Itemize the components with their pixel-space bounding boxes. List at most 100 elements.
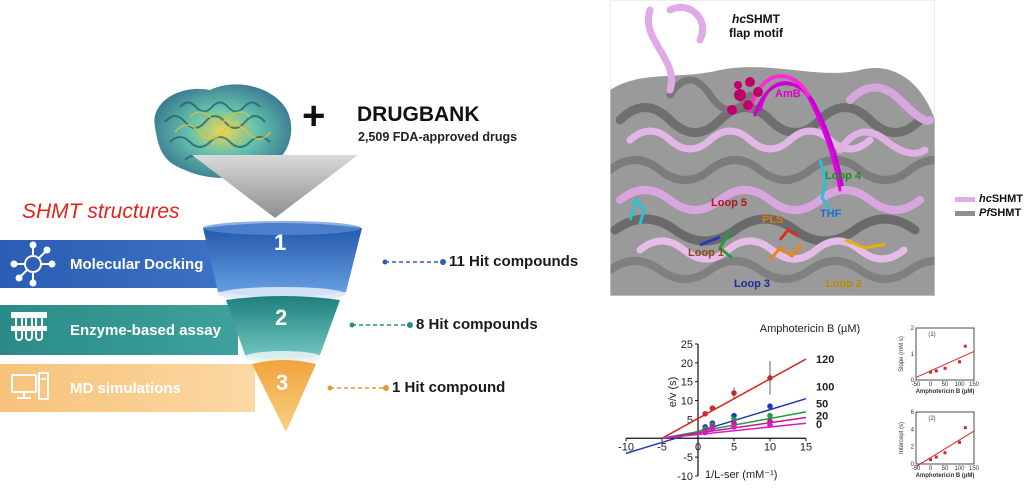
- x-tick-label: 100: [954, 466, 965, 472]
- stage-3-hits: 1 Hit compound: [392, 379, 506, 396]
- y-axis-label: Intercept (s): [899, 422, 905, 454]
- legend-hc-rest: SHMT: [991, 193, 1024, 205]
- label-loop4: Loop 4: [825, 170, 862, 182]
- stage-1-label: Molecular Docking: [70, 256, 204, 273]
- funnel-stage-2: [226, 296, 340, 360]
- y-tick-label: 10: [681, 396, 693, 408]
- plot-frame: [915, 327, 975, 381]
- y-tick-label: 2: [911, 445, 915, 451]
- x-axis-label: Amphotericin B (µM): [916, 389, 975, 395]
- data-point: [929, 458, 932, 462]
- panel-title: (2): [928, 416, 935, 422]
- x-tick-label: -10: [618, 441, 634, 453]
- flap-title-italic: hc: [731, 12, 746, 26]
- chart-legend-title: Amphotericin B (µM): [760, 323, 860, 335]
- fit-line: [915, 430, 975, 468]
- label-loop5: Loop 5: [711, 197, 748, 209]
- y-tick-label: 0: [911, 378, 915, 384]
- x-tick-label: 15: [800, 441, 812, 453]
- x-tick-label: -5: [657, 441, 667, 453]
- y-tick-label: 15: [681, 377, 693, 389]
- funnel-stage-3: [252, 360, 316, 432]
- label-thf: THF: [820, 208, 842, 220]
- data-point: [709, 405, 716, 411]
- data-point: [767, 403, 773, 410]
- legend-item-pf: PfSHMT: [955, 207, 1023, 219]
- funnel-graphic: [0, 155, 446, 432]
- legend-hc-italic: hc: [979, 193, 992, 205]
- y-tick-label: 1: [911, 352, 915, 358]
- data-point: [958, 440, 961, 444]
- x-tick-label: 150: [969, 382, 980, 388]
- data-point: [934, 455, 938, 459]
- protein-superposition-image: [610, 0, 935, 296]
- y-tick-label: 5: [687, 414, 693, 426]
- label-loop2: Loop 2: [826, 278, 863, 290]
- drugbank-title: DRUGBANK: [357, 103, 480, 126]
- y-tick-label: 25: [681, 339, 693, 351]
- shmt-structures-label: SHMT structures: [22, 200, 180, 223]
- x-tick-label: -50: [912, 382, 921, 388]
- y-tick-label: 20: [681, 358, 693, 370]
- test-tubes-icon: [11, 312, 47, 341]
- data-point: [767, 412, 773, 419]
- y-tick-label: -10: [677, 471, 693, 483]
- x-tick-label: 0: [695, 441, 701, 453]
- x-axis-label: Amphotericin B (µM): [916, 473, 975, 479]
- y-tick-label: 6: [911, 410, 915, 416]
- data-point: [702, 410, 708, 417]
- y-axis-label: e/v (s): [667, 377, 679, 408]
- plot-frame: [915, 411, 975, 465]
- structure-legend: hcSHMT PfSHMT: [955, 193, 1023, 219]
- stage-1-number: 1: [274, 230, 287, 255]
- series-label: 50: [816, 398, 828, 410]
- data-point: [958, 360, 961, 364]
- x-tick-label: 50: [942, 466, 949, 472]
- data-point: [767, 422, 773, 428]
- plus-sign: +: [302, 94, 326, 138]
- band-molecular-docking: [0, 240, 235, 288]
- funnel-top-cone: [192, 155, 358, 218]
- y-axis-label: Slope (mM s): [899, 336, 905, 372]
- stage-2-label: Enzyme-based assay: [70, 322, 221, 339]
- series-label: 0: [816, 419, 822, 431]
- x-tick-label: 0: [929, 466, 933, 472]
- label-amb: AmB: [775, 88, 801, 100]
- flap-title-rest: SHMT: [746, 12, 780, 26]
- y-tick-label: -5: [683, 452, 693, 464]
- data-point: [943, 451, 947, 455]
- x-tick-label: -50: [912, 466, 921, 472]
- data-point: [731, 424, 737, 430]
- x-tick-label: 5: [731, 441, 737, 453]
- computer-icon: [11, 372, 49, 400]
- series-label: 100: [816, 381, 834, 393]
- stage-3-label: MD simulations: [70, 380, 181, 397]
- x-tick-label: 10: [764, 441, 776, 453]
- fit-line: [915, 350, 975, 378]
- legend-pf-rest: SHMT: [990, 207, 1022, 219]
- x-tick-label: 0: [929, 382, 933, 388]
- data-point: [963, 426, 967, 430]
- label-loop1: Loop 1: [688, 247, 725, 259]
- y-tick-label: 2: [911, 326, 915, 332]
- legend-swatch-hc: [955, 196, 975, 202]
- data-point: [934, 369, 938, 373]
- legend-swatch-pf: [955, 210, 975, 216]
- stage-2-hits: 8 Hit compounds: [416, 316, 538, 333]
- data-point: [702, 429, 708, 436]
- molecule-network-icon: [10, 241, 56, 287]
- data-point: [709, 426, 716, 432]
- legend-pf-italic: Pf: [979, 207, 990, 219]
- drugbank-subtitle: 2,509 FDA-approved drugs: [358, 130, 518, 144]
- series-line: [661, 422, 807, 440]
- x-tick-label: 100: [954, 382, 965, 388]
- panel-title: (1): [928, 332, 935, 338]
- series-label: 120: [816, 354, 834, 366]
- series-line: [625, 397, 807, 455]
- legend-item-hc: hcSHMT: [955, 193, 1023, 205]
- stage-2-number: 2: [275, 305, 288, 330]
- funnel-stage-1: [203, 223, 362, 297]
- flap-motif-title: hcSHMT flap motif: [706, 12, 806, 40]
